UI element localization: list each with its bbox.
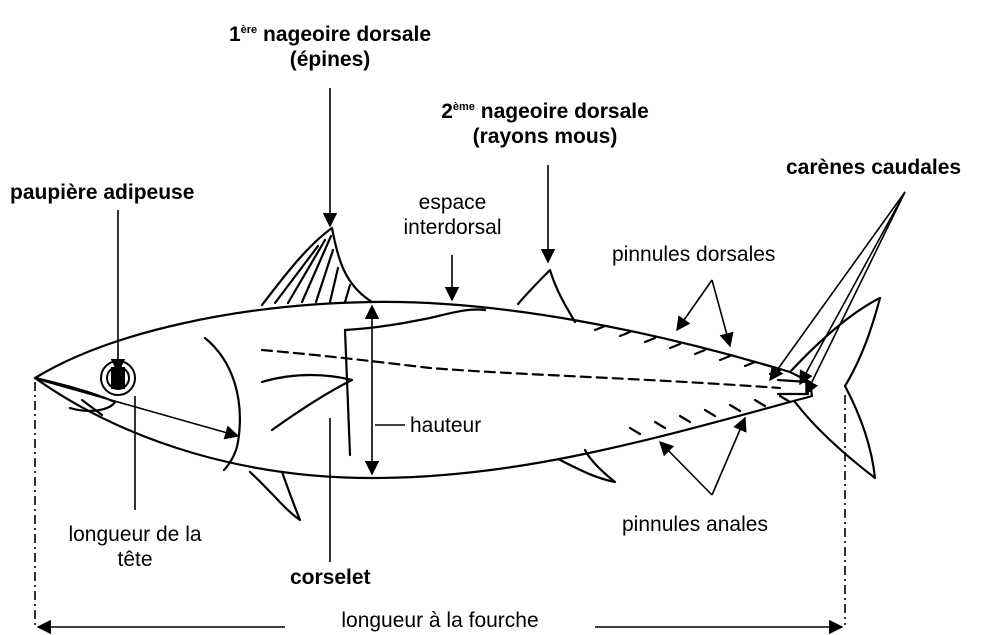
label-adipose-eyelid: paupière adipeuse xyxy=(10,180,194,205)
label-caudal-keels: carènes caudales xyxy=(786,155,961,180)
label-corselet: corselet xyxy=(290,565,371,590)
caudal-keels xyxy=(778,380,808,394)
second-dorsal-fin xyxy=(518,270,575,322)
label-first-dorsal-fin: 1ère nageoire dorsale (épines) xyxy=(195,18,465,72)
pectoral-fin xyxy=(262,375,352,430)
pointers xyxy=(40,88,905,562)
dorsal-pinnules xyxy=(595,326,780,374)
corselet-outline xyxy=(345,309,485,330)
fish-outline xyxy=(35,228,880,520)
caudal-fin xyxy=(790,298,880,478)
label-second-dorsal-fin: 2ème nageoire dorsale (rayons mous) xyxy=(405,95,685,149)
label-anal-pinnules: pinnules anales xyxy=(622,512,768,537)
operculum xyxy=(205,338,240,470)
anal-fin xyxy=(560,450,615,482)
fish-body xyxy=(35,302,812,478)
label-head-length: longueur de la tête xyxy=(45,522,225,572)
lateral-line xyxy=(262,350,780,388)
label-interdorsal-space: espace interdorsal xyxy=(385,190,520,240)
label-fork-length: longueur à la fourche xyxy=(290,608,590,633)
label-height: hauteur xyxy=(410,413,481,438)
label-dorsal-pinnules: pinnules dorsales xyxy=(612,242,775,267)
anal-pinnules xyxy=(630,396,790,434)
jaw-line xyxy=(35,378,115,411)
pelvic-fin xyxy=(250,472,300,520)
